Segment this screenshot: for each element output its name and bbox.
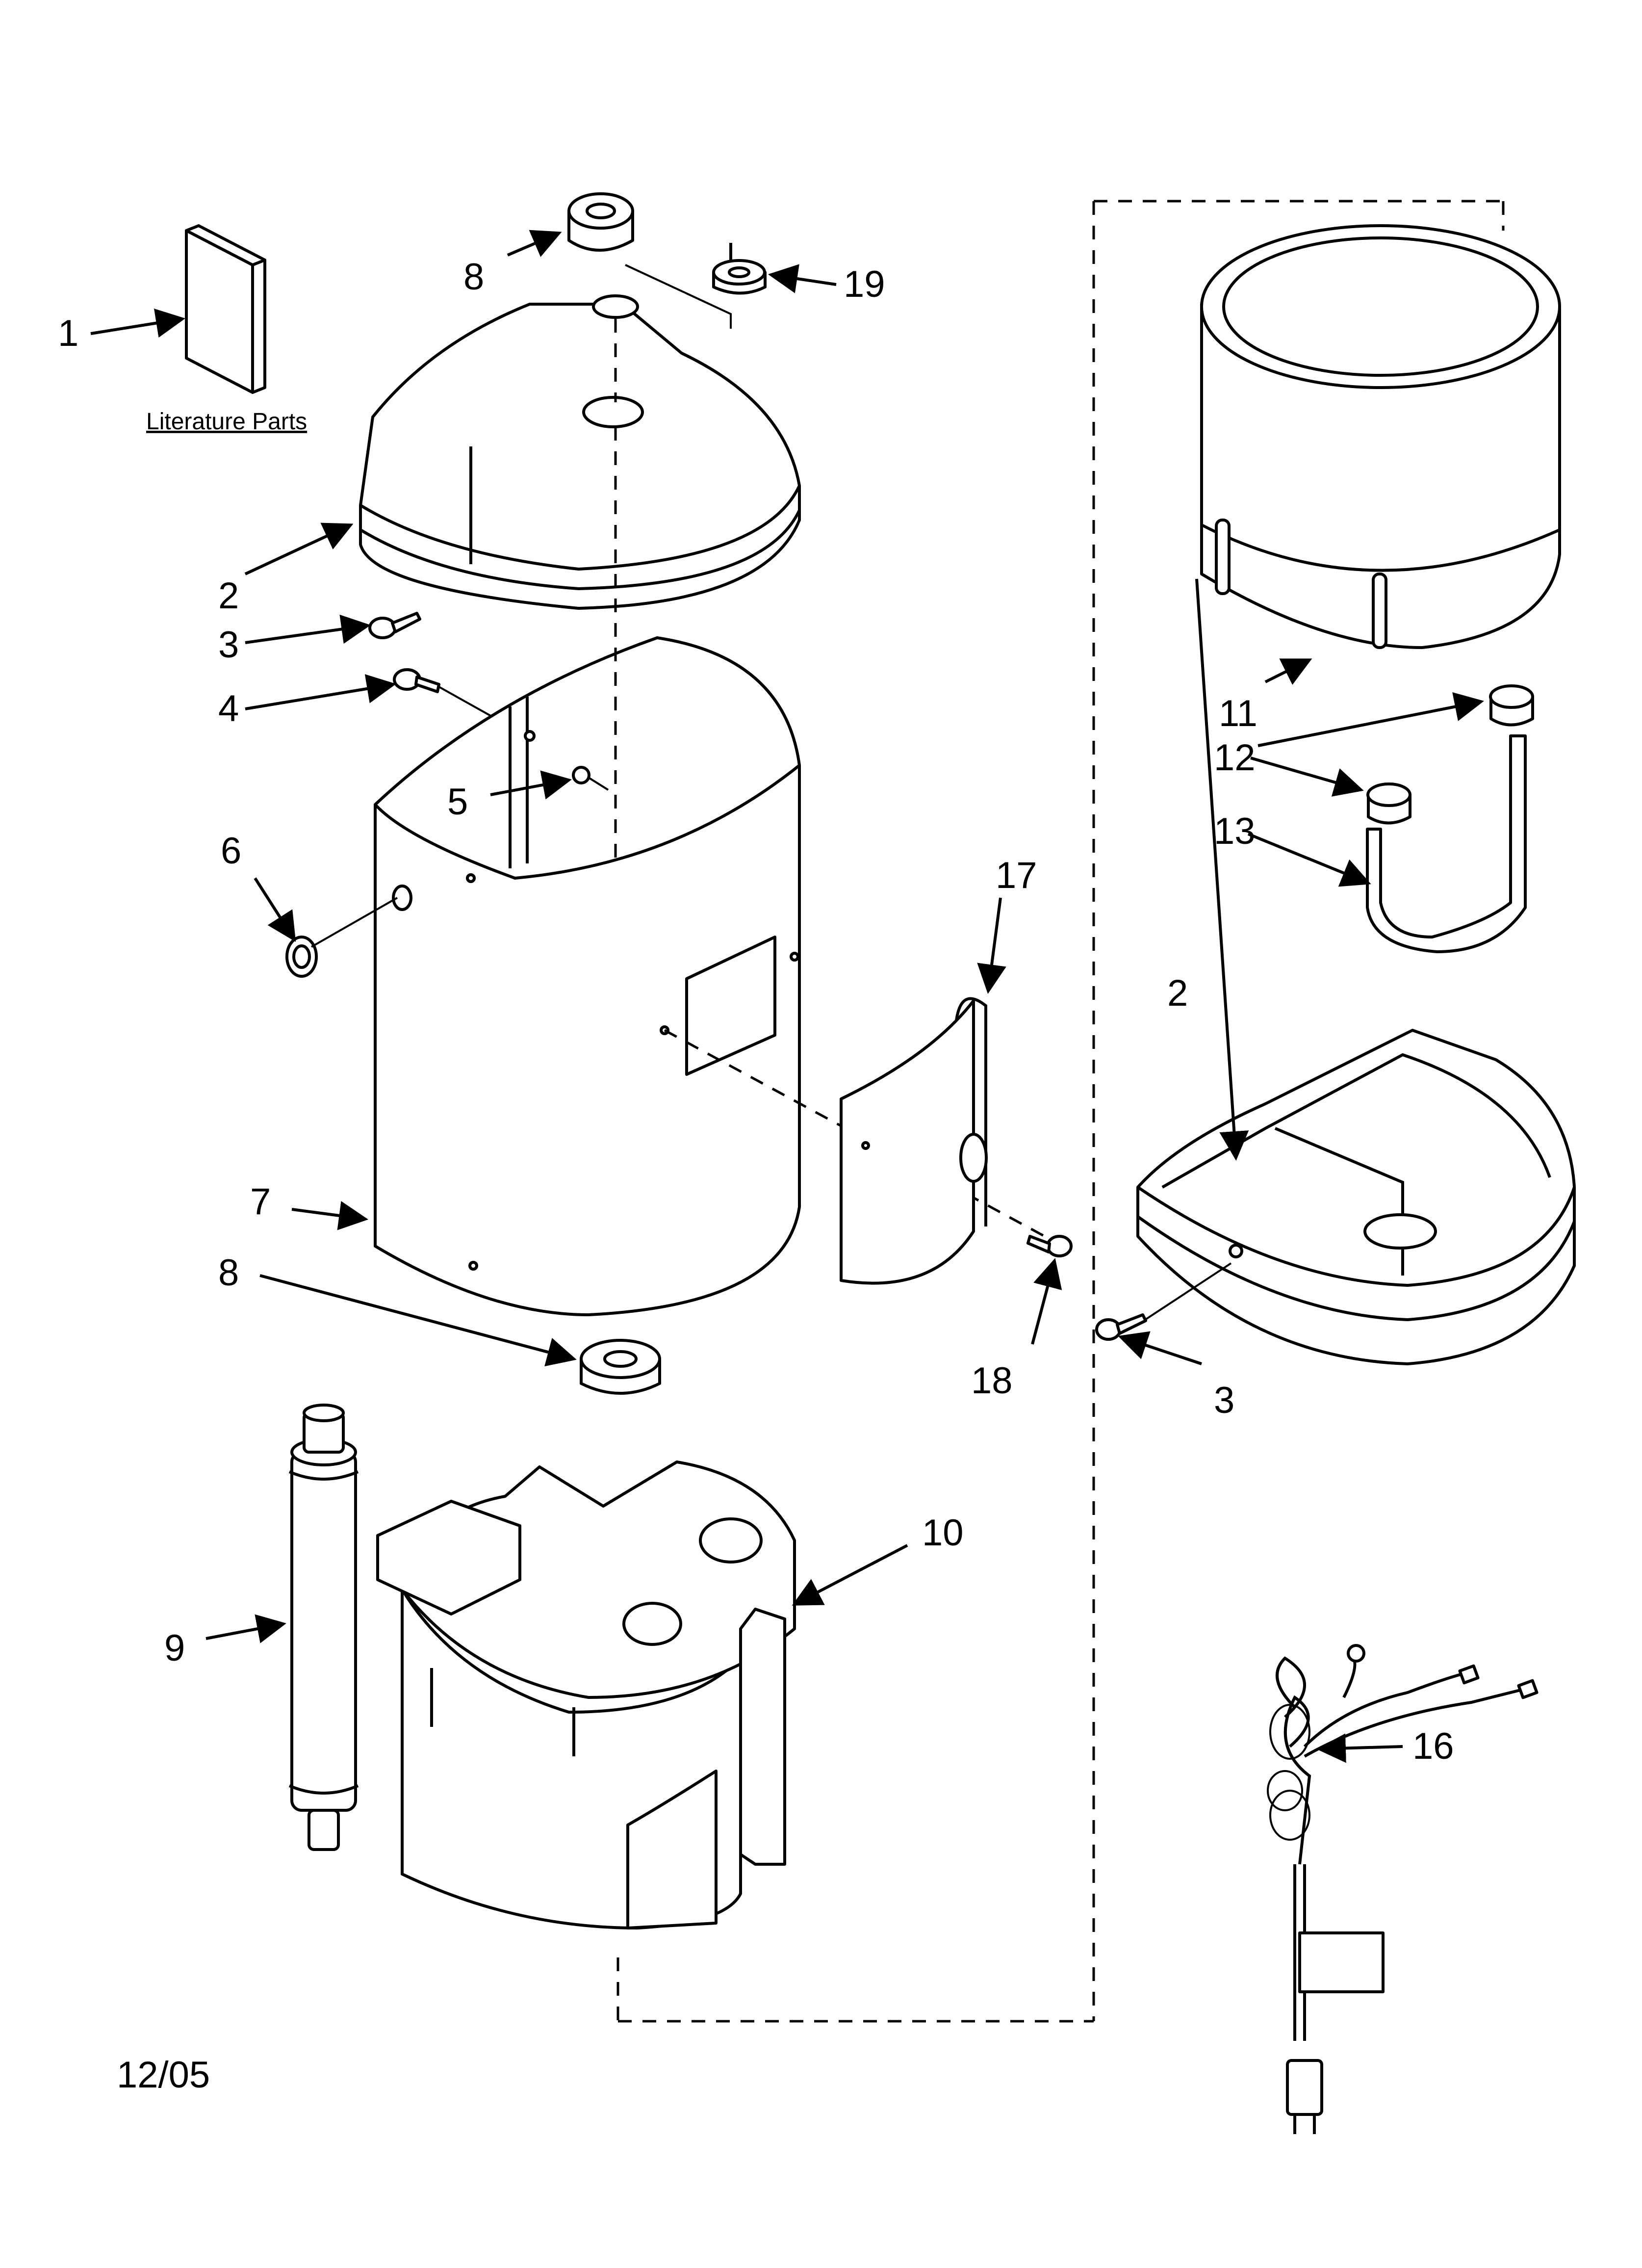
- callout-8-top: 8: [463, 256, 484, 298]
- main-shell: [374, 636, 801, 1316]
- washer: [712, 259, 767, 295]
- callout-2-top: 2: [218, 575, 239, 617]
- callout-3-top: 3: [218, 624, 239, 666]
- callout-2-right: 2: [1167, 972, 1188, 1014]
- bracket-17: [840, 997, 988, 1285]
- callout-19: 19: [844, 263, 885, 305]
- tube-13: [1366, 734, 1527, 953]
- literature-parts-booklet: [185, 224, 266, 394]
- callout-8-bottom: 8: [218, 1252, 239, 1294]
- filter-cartridge: [288, 1404, 359, 1851]
- callout-6: 6: [221, 830, 241, 872]
- callout-3-right: 3: [1214, 1380, 1234, 1421]
- callout-17: 17: [996, 855, 1037, 896]
- callout-12: 12: [1214, 737, 1256, 779]
- callout-4: 4: [218, 688, 239, 730]
- callout-1: 1: [58, 313, 78, 354]
- tube-cap-lower: [1366, 782, 1411, 825]
- screw-4: [393, 668, 440, 693]
- callout-9: 9: [164, 1627, 185, 1669]
- screw-18: [1026, 1235, 1073, 1257]
- screw-3-right: [1095, 1313, 1147, 1341]
- tube-cap-upper: [1489, 684, 1534, 727]
- callout-10: 10: [922, 1512, 964, 1554]
- plug-top: [567, 192, 634, 252]
- literature-parts-caption: Literature Parts: [146, 409, 307, 435]
- cover-lid-top: [359, 294, 801, 610]
- salt-tray-right: [1136, 1029, 1576, 1365]
- base-housing: [376, 1460, 796, 1929]
- callout-5: 5: [447, 781, 468, 823]
- date-code: 12/05: [117, 2054, 210, 2096]
- plug-6: [285, 936, 318, 978]
- callout-7: 7: [250, 1181, 271, 1223]
- clip-5: [572, 766, 609, 791]
- callout-11: 11: [1219, 693, 1257, 734]
- callout-13: 13: [1214, 810, 1256, 852]
- plug-bottom: [580, 1339, 661, 1395]
- callout-18: 18: [971, 1360, 1013, 1402]
- callout-16: 16: [1412, 1725, 1454, 1767]
- screw-3-top: [368, 612, 421, 639]
- tank-11: [1200, 224, 1561, 649]
- power-cord: [1267, 1644, 1539, 2134]
